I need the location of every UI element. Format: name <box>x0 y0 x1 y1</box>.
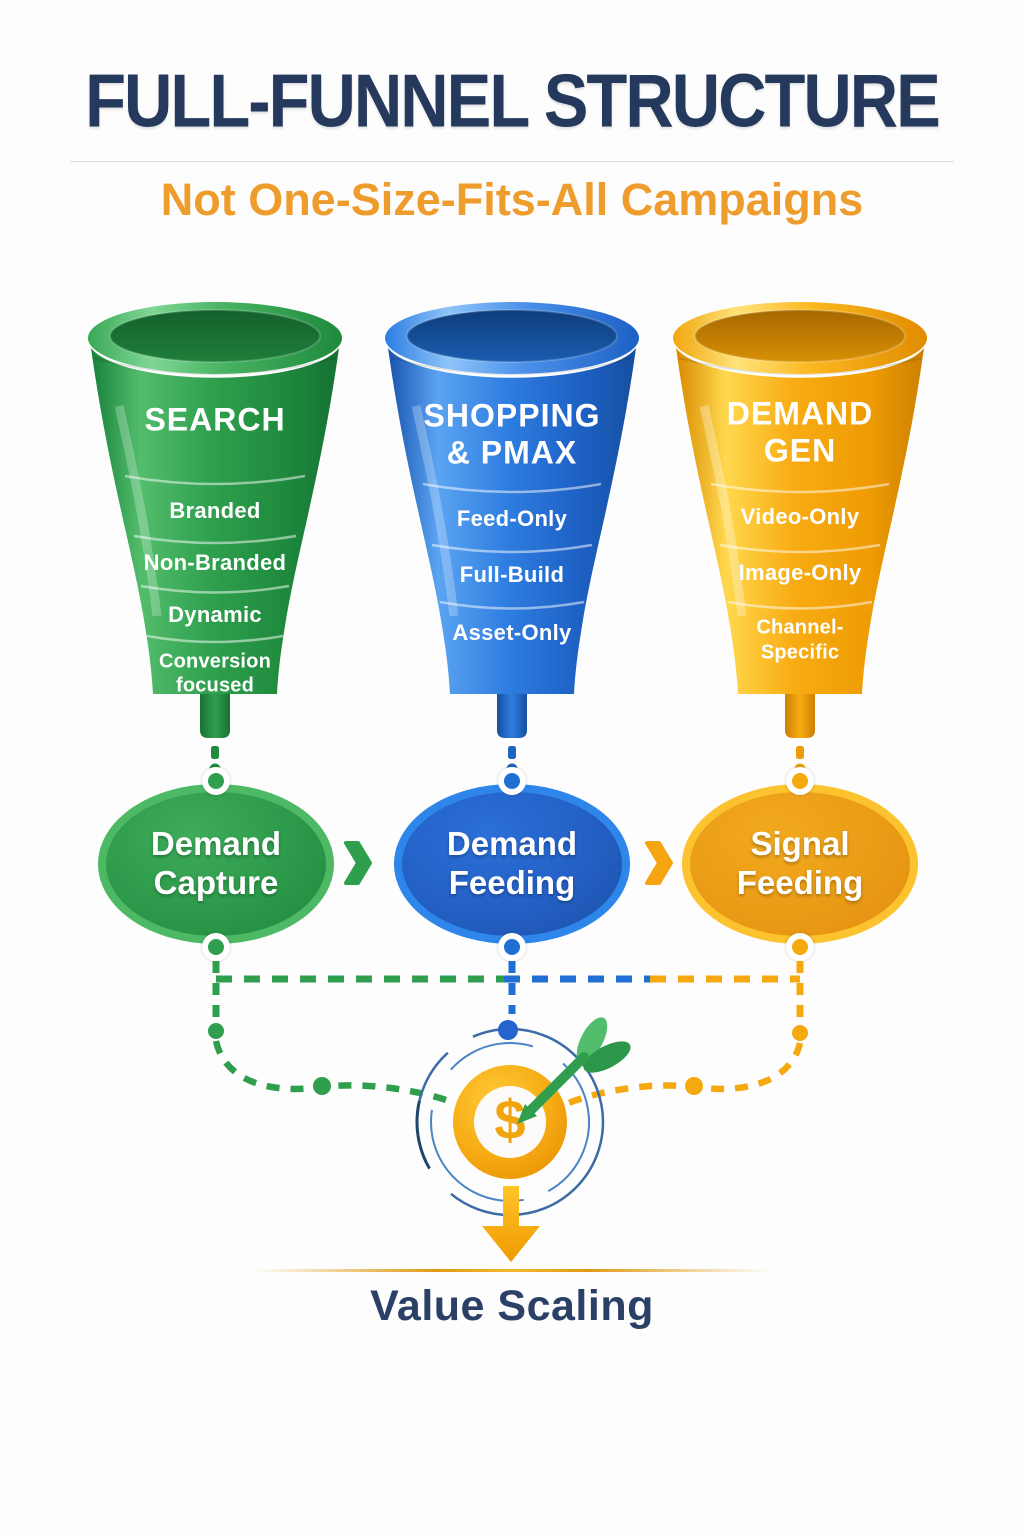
funnel-title: DEMAND <box>727 395 873 431</box>
junction-dot-blue <box>498 1020 518 1040</box>
funnel-title: & PMAX <box>447 434 577 470</box>
page-title: FULL-FUNNEL STRUCTURE <box>85 59 941 144</box>
funnel-sheen <box>411 405 459 617</box>
funnel-body <box>388 348 636 694</box>
funnel-opening-edge <box>694 309 906 363</box>
funnel-opening <box>110 310 320 362</box>
connector-node <box>498 767 526 795</box>
chevron-right-icon <box>344 841 372 885</box>
section-divider <box>140 584 290 594</box>
funnel-title: GEN <box>764 432 836 468</box>
connector-node <box>202 767 230 795</box>
dollar-target-icon: $ <box>415 1017 631 1217</box>
funnel-item: Full-Build <box>460 562 564 587</box>
section-divider <box>133 534 297 545</box>
section-divider <box>710 482 890 494</box>
funnel-title: SEARCH <box>144 401 285 437</box>
section-divider <box>422 482 602 494</box>
chevron-right-icon <box>645 841 673 885</box>
funnel-title: SHOPPING <box>424 397 601 433</box>
funnel-shopping-pmax: SHOPPING & PMAX Feed-Only Full-Build Ass… <box>385 302 639 775</box>
funnel-item: Image-Only <box>739 560 862 585</box>
funnel-opening-edge <box>109 309 321 363</box>
funnel-item: Conversion <box>159 650 271 672</box>
dashed-curve-green <box>212 1040 454 1106</box>
title-divider <box>70 161 954 162</box>
section-divider <box>431 543 593 554</box>
funnel-opening <box>407 310 617 362</box>
funnel-item: Branded <box>169 498 260 523</box>
junction-dot-orange <box>792 1025 808 1041</box>
arrow-down-icon <box>482 1186 540 1262</box>
stage-demand-capture: Demand Capture <box>98 784 334 944</box>
funnel-spout <box>200 694 230 738</box>
stage-label: Signal Feeding <box>736 825 864 901</box>
funnel-item: Non-Branded <box>144 550 287 575</box>
funnel-item: Specific <box>761 641 839 663</box>
stage-signal-feeding: Signal Feeding <box>682 784 918 944</box>
section-divider <box>727 600 873 610</box>
funnel-spout <box>497 694 527 738</box>
connector-node <box>202 933 230 961</box>
funnel-item: focused <box>176 674 254 696</box>
funnel-opening <box>695 310 905 362</box>
connector-dash <box>211 746 219 759</box>
funnel-body <box>676 348 924 694</box>
bottom-divider <box>256 1269 768 1272</box>
target-center <box>474 1086 546 1158</box>
connector-dash <box>508 746 516 759</box>
value-scaling-label: Value Scaling <box>370 1282 654 1330</box>
curve-dot-orange <box>685 1077 703 1095</box>
section-divider <box>124 474 306 486</box>
funnel-spout <box>785 694 815 738</box>
connector-node <box>786 767 814 795</box>
funnel-item: Channel- <box>756 616 843 638</box>
target-outer-ring-accent <box>415 1027 605 1217</box>
funnel-body <box>91 348 339 694</box>
connector-dash <box>796 746 804 759</box>
curve-dot-green <box>313 1077 331 1095</box>
connector-node <box>498 933 526 961</box>
dart-icon <box>517 1017 631 1124</box>
funnel-search: SEARCH Branded Non-Branded Dynamic Conve… <box>88 302 342 775</box>
section-divider <box>146 634 284 644</box>
stage-label: Demand Feeding <box>446 825 578 901</box>
funnel-sheen <box>699 405 747 617</box>
funnel-item: Dynamic <box>168 602 262 627</box>
connector-node <box>786 933 814 961</box>
funnel-item: Video-Only <box>741 504 860 529</box>
funnel-item: Asset-Only <box>452 620 572 645</box>
funnel-opening-edge <box>406 309 618 363</box>
junction-dot-green <box>208 1023 224 1039</box>
stage-label: Demand Capture <box>150 825 282 901</box>
page-subtitle: Not One-Size-Fits-All Campaigns <box>160 174 864 225</box>
connector-layer: $ <box>208 961 808 1262</box>
funnel-item: Feed-Only <box>457 506 568 531</box>
section-divider <box>719 543 881 554</box>
section-divider <box>439 600 585 610</box>
target-inner-ring <box>429 1042 590 1202</box>
funnel-demand-gen: DEMAND GEN Video-Only Image-Only Channel… <box>673 302 927 775</box>
stage-demand-feeding: Demand Feeding <box>394 784 630 944</box>
